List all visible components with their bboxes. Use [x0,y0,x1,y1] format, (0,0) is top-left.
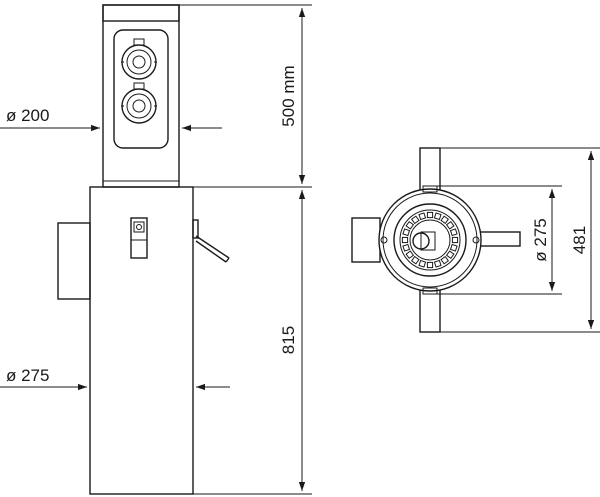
socket-tooth [418,212,427,221]
plan-handle-arm [479,231,521,247]
socket-tooth [402,228,411,237]
dim-plan-inner: ø 275 [433,185,562,295]
socket-tooth [445,250,455,260]
socket-panel [113,29,169,149]
socket-tooth [433,259,442,268]
label-plan-inner: ø 275 [531,218,550,261]
socket-upper [121,38,157,80]
socket-tooth [445,220,455,230]
dim-column-height: 500 mm [179,4,312,188]
socket-tooth [405,250,415,260]
side-box [57,222,91,300]
socket-tooth [410,255,420,265]
socket-tooth [401,236,409,244]
plan-socket-teeth [401,211,459,269]
socket-tooth [426,211,434,219]
handle [192,219,230,263]
plan-side-box [351,217,381,263]
base-body [89,186,194,495]
socket-tooth [402,243,411,252]
label-column-diameter: ø 200 [6,106,49,125]
upper-column-cap [102,4,180,22]
plan-socket-ring [393,203,467,277]
socket-tooth [440,215,450,225]
socket-tooth [440,255,450,265]
side-elevation: ø 200 ø 275 500 mm 815 [0,4,312,495]
socket-tooth [449,228,458,237]
socket-lower [121,82,157,124]
plan-view: ø 275 481 [351,147,600,333]
label-plan-overall: 481 [570,226,589,254]
socket-tooth [426,261,434,269]
dim-column-diameter: ø 200 [0,106,222,132]
socket-tooth [418,259,427,268]
dim-base-diameter: ø 275 [0,366,230,391]
label-base-height: 815 [279,326,298,354]
key-switch [130,217,148,259]
socket-tooth [433,212,442,221]
label-column-height: 500 mm [279,65,298,126]
label-base-diameter: ø 275 [6,366,49,385]
dim-base-height: 815 [193,190,312,495]
socket-tooth [449,243,458,252]
dim-plan-overall: 481 [440,147,600,333]
socket-tooth [405,220,415,230]
socket-tooth [451,236,459,244]
socket-tooth [410,215,420,225]
